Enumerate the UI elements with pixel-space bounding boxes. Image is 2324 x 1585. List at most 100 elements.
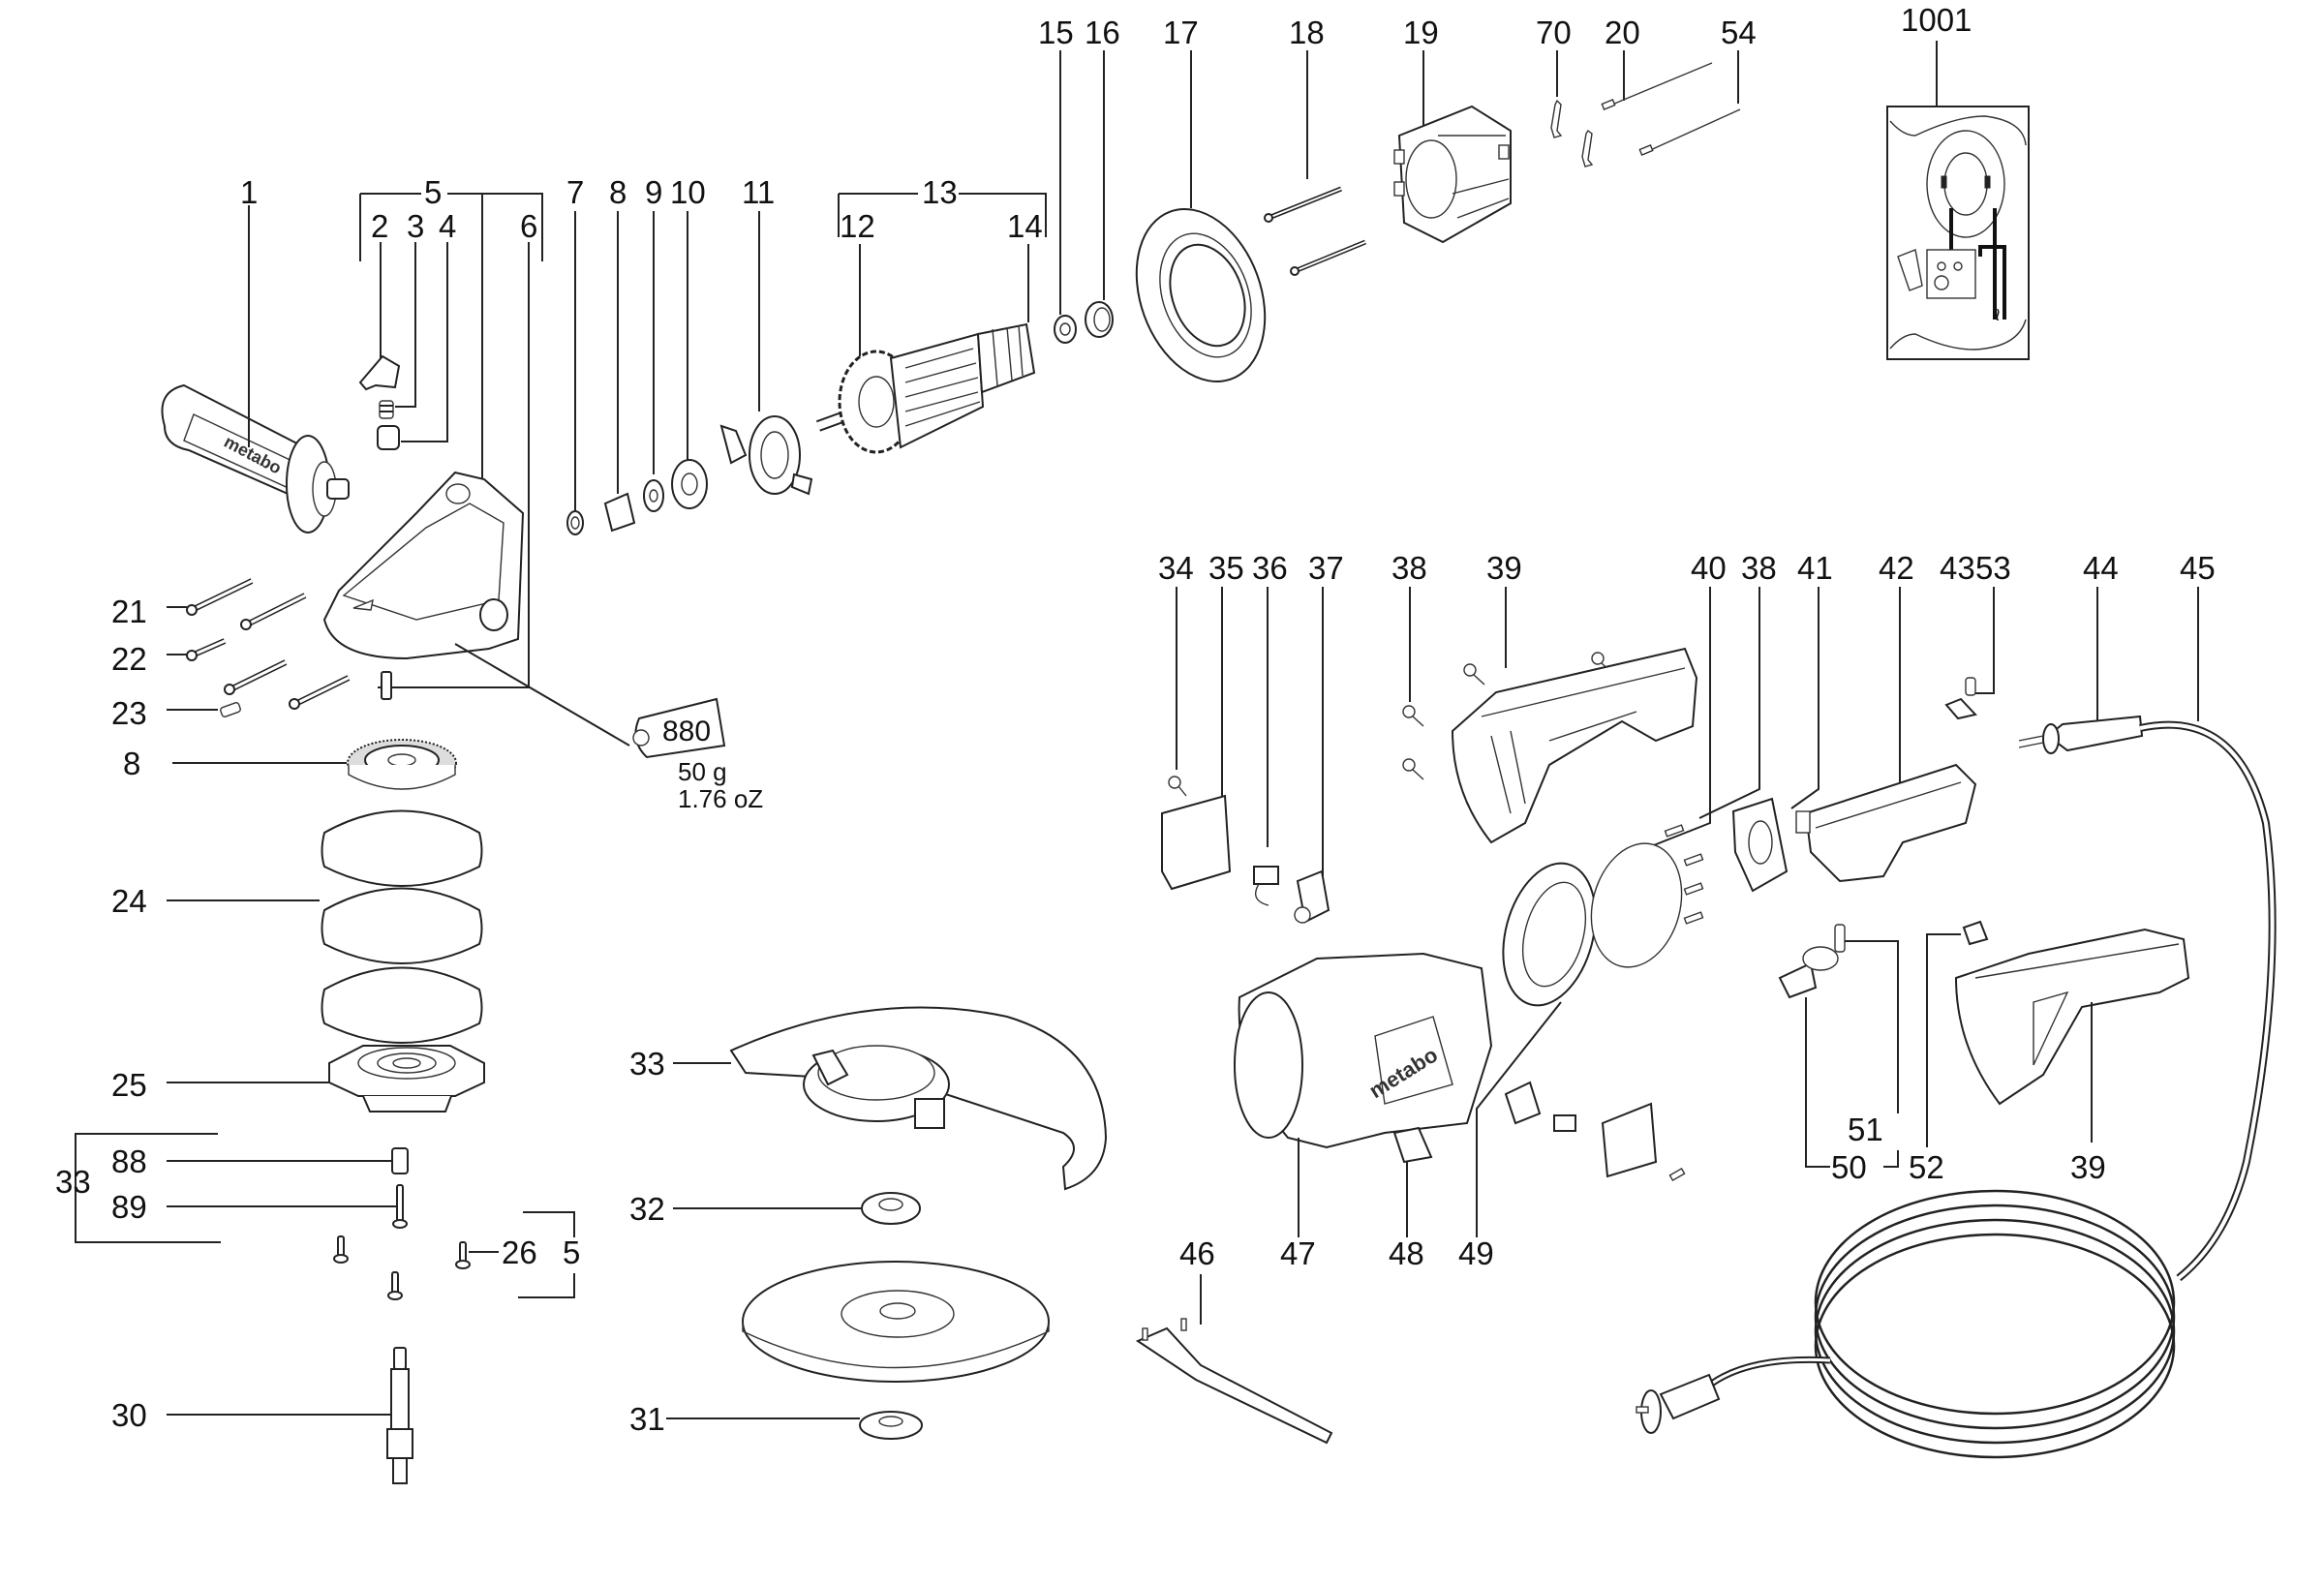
- part-33-guard: [729, 1006, 1108, 1191]
- part-3-spring: [379, 400, 394, 419]
- callout-10: 10: [670, 174, 706, 210]
- part-37-brush-holder: [1294, 869, 1330, 924]
- part-49-ring: [1502, 862, 1597, 1007]
- part-8-pinion: [603, 492, 636, 533]
- part-6-pin: [381, 671, 392, 700]
- part-44-cable-sleeve: [2018, 715, 2144, 754]
- part-7-nut: [566, 510, 584, 535]
- callout-49: 49: [1458, 1235, 1494, 1271]
- callout-11: 11: [742, 174, 775, 210]
- part-39-handle-housing: [1451, 647, 1698, 844]
- part-18-screws: [1264, 186, 1366, 276]
- part-39-handle-lower: [1954, 928, 2190, 1106]
- callout-40: 40: [1691, 550, 1727, 586]
- callout-52: 52: [1909, 1149, 1944, 1185]
- callout-39-a: 39: [1486, 550, 1522, 586]
- callout-1: 1: [240, 174, 258, 210]
- part-53-screw: [1965, 677, 1976, 696]
- part-12-13-armature: [815, 322, 1036, 454]
- grease-tube-880: 880: [632, 697, 726, 759]
- callout-5-bracket: 5: [563, 1234, 580, 1270]
- callout-33-guard: 33: [629, 1046, 665, 1082]
- callout-9: 9: [645, 174, 662, 210]
- callout-45: 45: [2180, 550, 2216, 586]
- callout-8-gear: 8: [123, 746, 140, 781]
- callout-6: 6: [520, 208, 537, 244]
- part-16-ring: [1085, 301, 1114, 338]
- callout-70: 70: [1536, 15, 1572, 50]
- part-34-screw: [1168, 776, 1187, 797]
- callout-17: 17: [1163, 15, 1199, 50]
- part-32-flange: [861, 1192, 921, 1225]
- callout-48: 48: [1389, 1235, 1424, 1271]
- power-plug: [1636, 1373, 1721, 1434]
- callout-33-bracket: 33: [55, 1164, 91, 1200]
- part-9-washer: [643, 479, 664, 512]
- grease-weight-g: 50 g: [678, 757, 727, 786]
- part-25-flange: [328, 1045, 485, 1113]
- callout-41: 41: [1797, 550, 1833, 586]
- callout-30: 30: [111, 1397, 147, 1433]
- callout-54: 54: [1721, 15, 1757, 50]
- part-11-bearing-plate: [719, 415, 813, 496]
- callout-14: 14: [1007, 208, 1043, 244]
- callout-42: 42: [1879, 550, 1914, 586]
- part-45-power-cord: [1701, 720, 2277, 1459]
- callout-38-b: 38: [1741, 550, 1777, 586]
- part-8-bevel-gear: [347, 739, 457, 790]
- callout-89: 89: [111, 1189, 147, 1225]
- part-19-stator: [1393, 105, 1512, 244]
- part-46-spanner: [1135, 1318, 1333, 1445]
- grease-part-number: 880: [662, 716, 711, 747]
- part-30-spindle: [386, 1347, 413, 1484]
- part-23-screw: [220, 702, 241, 717]
- callout-15: 15: [1038, 15, 1074, 50]
- callout-25: 25: [111, 1067, 147, 1103]
- part-70-connector: [1550, 99, 1594, 168]
- callout-32: 32: [629, 1191, 665, 1227]
- callout-5-top: 5: [424, 174, 442, 210]
- callout-34: 34: [1158, 550, 1194, 586]
- part-54-cable: [1638, 108, 1741, 156]
- brush-holder-lower: [1504, 1081, 1686, 1182]
- grinding-disc: [742, 1261, 1050, 1383]
- part-40-gasket: [1590, 842, 1683, 968]
- wiring-ac-symbol: ~: [1984, 308, 2010, 321]
- part-17-fan-baffle: [1135, 207, 1267, 383]
- callout-50: 50: [1831, 1149, 1867, 1185]
- callout-1001: 1001: [1901, 2, 1972, 38]
- part-42-switch: [1795, 763, 1977, 883]
- part-35-brush-cover: [1161, 794, 1232, 891]
- part-50-lock: [1778, 946, 1839, 999]
- callout-53: 53: [1975, 550, 2011, 586]
- callout-88: 88: [111, 1143, 147, 1179]
- callout-46: 46: [1179, 1235, 1215, 1271]
- callout-26: 26: [502, 1234, 537, 1270]
- part-21-screws: [186, 578, 351, 710]
- part-47-motor-housing: metabo: [1234, 952, 1493, 1149]
- part-24-gaskets: [321, 809, 483, 1044]
- callout-16: 16: [1085, 15, 1120, 50]
- callout-22: 22: [111, 641, 147, 677]
- part-89-bolt: [392, 1184, 408, 1229]
- part-22-screw: [186, 638, 227, 661]
- callout-47: 47: [1280, 1235, 1316, 1271]
- grease-weight-oz: 1.76 oZ: [678, 784, 763, 813]
- part-51-spring: [1834, 924, 1846, 953]
- part-2-lever: [358, 354, 401, 391]
- part-10-bearing: [671, 459, 708, 509]
- part-20-cable: [1601, 62, 1713, 110]
- part-4-bushing: [377, 425, 400, 450]
- part-1-side-handle: metabo: [161, 383, 350, 533]
- part-5-gear-housing: [322, 471, 525, 660]
- callout-36: 36: [1252, 550, 1288, 586]
- callout-7: 7: [566, 174, 584, 210]
- part-38-screws: [1402, 652, 1613, 780]
- part-41-holder: [1731, 797, 1789, 893]
- wiring-diagram-1001: ~: [1886, 106, 2030, 360]
- callout-39-b: 39: [2070, 1149, 2106, 1185]
- callout-44: 44: [2083, 550, 2119, 586]
- callout-3: 3: [407, 208, 424, 244]
- callout-31: 31: [629, 1401, 665, 1437]
